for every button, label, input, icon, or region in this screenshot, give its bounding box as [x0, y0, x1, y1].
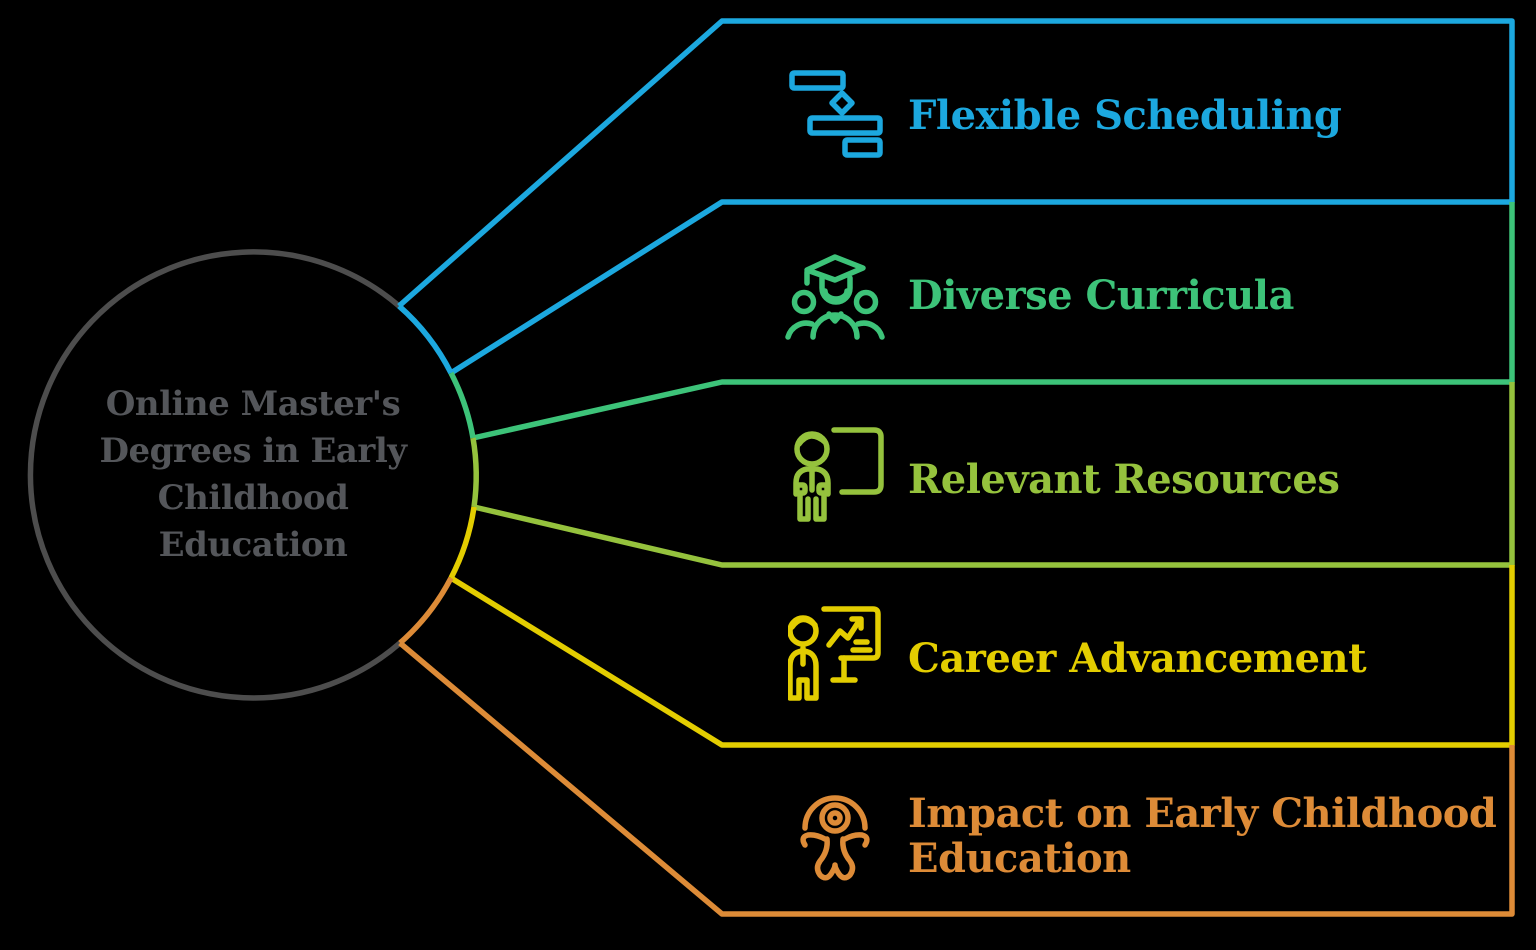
branch-label-diverse-curricula: Diverse Curricula — [908, 272, 1294, 319]
circle-arc-branch-5 — [398, 576, 454, 646]
circle-arc-branch-1 — [397, 303, 454, 375]
circle-arc-branch-3 — [470, 437, 479, 508]
branch-shape-relevant-resources — [470, 382, 1515, 568]
mortarboard — [804, 254, 866, 283]
circle-arc-branch-4 — [448, 506, 477, 580]
child-body-legs — [814, 836, 856, 881]
chart-dashes — [850, 639, 873, 653]
presenter-hair — [796, 433, 828, 447]
band-outline-branch-1 — [397, 18, 1515, 376]
branch-shape-career-advancement — [448, 506, 1515, 748]
band-outline-branch-5 — [398, 640, 1515, 917]
schedule-diamond — [829, 90, 855, 116]
right-student-shoulders — [855, 320, 885, 340]
circle-arc-gray — [27, 249, 402, 701]
branch-shape-flexible-scheduling — [397, 18, 1515, 376]
growth-chart-presentation-icon — [788, 606, 896, 711]
presenter-legs — [797, 491, 827, 522]
rising-arrow — [826, 618, 862, 648]
left-student-head — [791, 289, 817, 315]
branch-label-relevant-resources: Relevant Resources — [908, 456, 1340, 503]
graduate-collar — [826, 311, 844, 324]
right-student-head — [853, 289, 879, 315]
circle-arc-branch-2 — [448, 371, 476, 439]
presenter-torso — [793, 466, 831, 497]
chart-board — [821, 606, 881, 661]
branch-label-flexible-scheduling: Flexible Scheduling — [908, 92, 1342, 139]
whiteboard — [831, 427, 884, 495]
child-face — [827, 810, 843, 826]
child-figure-icon — [795, 788, 875, 896]
branch-shape-impact — [398, 576, 1515, 917]
graduate-group-icon — [783, 250, 888, 350]
center-circle-ring — [27, 249, 402, 701]
child-arch — [802, 795, 868, 831]
band-outline-branch-4 — [449, 565, 1515, 748]
child-head — [819, 802, 851, 834]
child-left-arm — [800, 832, 828, 848]
coach-body — [788, 648, 819, 701]
center-title: Online Master's Degrees in Early Childho… — [99, 384, 407, 565]
arrow-head — [849, 616, 864, 631]
band-outline-branch-3 — [473, 382, 1515, 568]
schedule-block-middle — [807, 115, 883, 136]
branch-label-career-advancement: Career Advancement — [908, 635, 1367, 682]
flowchart-schedule-icon — [786, 64, 886, 164]
graduate-mouth — [822, 288, 850, 302]
board-stand — [830, 655, 858, 683]
branch-label-impact: Impact on Early Childhood Education — [908, 790, 1497, 882]
branch-shape-diverse-curricula — [448, 202, 1515, 441]
graduate-shoulders — [810, 312, 860, 340]
presenter-whiteboard-icon — [790, 426, 890, 531]
schedule-block-top — [789, 70, 846, 91]
child-right-arm — [842, 832, 870, 848]
left-student-shoulders — [785, 320, 815, 340]
coach-hair — [789, 616, 818, 630]
band-outline-branch-2 — [472, 202, 1515, 441]
schedule-block-bottom — [842, 137, 883, 158]
